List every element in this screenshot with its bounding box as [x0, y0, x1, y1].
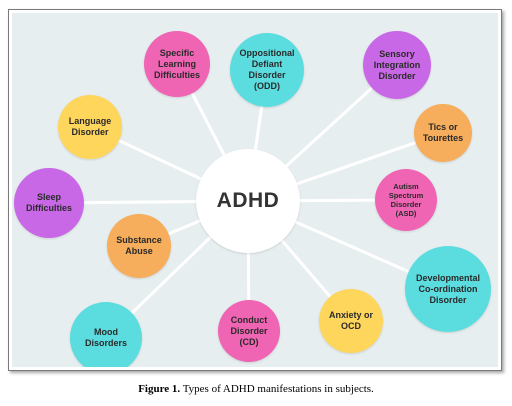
node-label: Tics or Tourettes — [422, 122, 464, 143]
node-label: Developmental Co-ordination Disorder — [415, 272, 481, 305]
caption-text: Types of ADHD manifestations in subjects… — [180, 383, 374, 395]
node-anxiety-or-ocd: Anxiety or OCD — [319, 289, 383, 353]
node-autism-spectrum-disorder: Autism Spectrum Disorder (ASD) — [375, 169, 437, 231]
center-node-adhd: ADHD — [196, 149, 300, 253]
node-label: Substance Abuse — [116, 235, 162, 256]
node-label: Mood Disorders — [84, 327, 128, 348]
node-substance-abuse: Substance Abuse — [107, 214, 171, 278]
node-sleep-difficulties: Sleep Difficulties — [14, 168, 84, 238]
node-label: Sensory Integration Disorder — [373, 48, 421, 81]
node-tics-or-tourettes: Tics or Tourettes — [414, 104, 472, 162]
node-conduct-disorder: Conduct Disorder (CD) — [218, 300, 280, 362]
node-developmental-coordination-disorder: Developmental Co-ordination Disorder — [405, 246, 491, 332]
node-oppositional-defiant-disorder: Oppositional Defiant Disorder (ODD) — [230, 33, 304, 107]
figure-frame: ADHD Specific Learning Difficulties Oppos… — [8, 9, 502, 371]
node-label: Sleep Difficulties — [25, 192, 72, 213]
node-language-disorder: Language Disorder — [58, 95, 122, 159]
node-mood-disorders: Mood Disorders — [70, 302, 142, 367]
node-sensory-integration-disorder: Sensory Integration Disorder — [363, 31, 431, 99]
center-label: ADHD — [216, 189, 280, 212]
node-label: Language Disorder — [68, 116, 112, 137]
caption-label: Figure 1. — [138, 383, 181, 395]
node-label: Conduct Disorder (CD) — [230, 314, 268, 347]
node-label: Oppositional Defiant Disorder (ODD) — [239, 48, 295, 91]
node-label: Autism Spectrum Disorder (ASD) — [388, 182, 424, 218]
mind-map-diagram: ADHD Specific Learning Difficulties Oppos… — [12, 13, 498, 367]
node-label: Specific Learning Difficulties — [153, 47, 200, 80]
node-label: Anxiety or OCD — [328, 310, 373, 331]
node-specific-learning-difficulties: Specific Learning Difficulties — [144, 31, 210, 97]
figure-caption: Figure 1. Types of ADHD manifestations i… — [0, 383, 512, 395]
